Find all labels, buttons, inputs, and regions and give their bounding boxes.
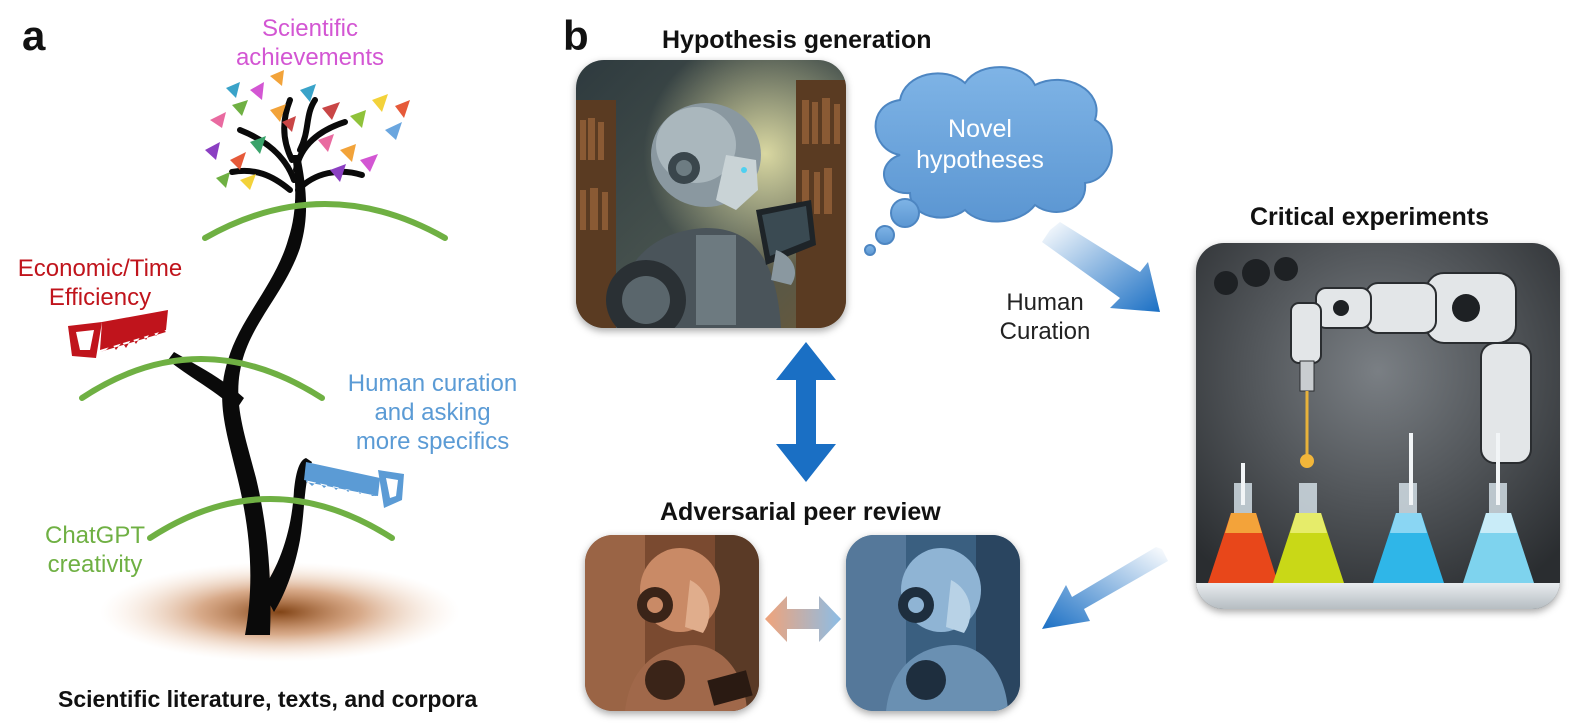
novel-hypotheses-text: Novel hypotheses [895,114,1065,176]
human-curation-b-label: Human Curation [980,288,1110,346]
tree-branch-left [168,352,244,410]
tree-leaves [205,70,410,190]
blue-saw-icon [304,462,404,508]
human-curation-label: Human curation and asking more specifics [325,369,540,456]
economic-efficiency-line-2: Efficiency [48,284,152,311]
reviewer-robot-image-orange [585,535,759,711]
scientific-achievements-label: Scientific achievements [200,14,420,72]
critical-experiments-title: Critical experiments [1250,203,1489,231]
red-saw-icon [68,310,168,358]
tree-illustration [68,70,460,662]
hypothesis-generation-title: Hypothesis generation [662,26,932,54]
experiments-to-review-arrow [1042,547,1168,629]
panel-a-letter: a [22,12,46,59]
green-arc-bottom [147,496,395,541]
tree-trunk [222,155,307,635]
human-curation-line-3: more specifics [355,428,510,455]
robot-reading-image [576,60,846,328]
human-curation-line-1: Human curation [347,370,518,397]
panel-b-letter: b [563,12,589,59]
tree-crown-twigs [229,97,365,193]
novel-hypotheses-line-2: hypotheses [916,146,1044,174]
curation-arrow [1042,222,1160,312]
bidirectional-arrow-horizontal [765,596,841,642]
novel-hypotheses-line-1: Novel [948,115,1012,143]
adversarial-peer-review-title: Adversarial peer review [660,498,941,526]
green-arc-middle [79,356,325,401]
economic-efficiency-line-1: Economic/Time [17,255,183,282]
tree-branch-lower-right [262,458,312,612]
robot-lab-experiment-image [1196,243,1560,609]
reviewer-robot-image-blue [846,535,1020,711]
novel-hypotheses-cloud [864,66,1113,256]
roots-caption: Scientific literature, texts, and corpor… [58,686,478,712]
scientific-achievements-line-1: Scientific [261,15,359,42]
chatgpt-creativity-line-2: creativity [47,551,143,578]
ground-shadow [100,562,460,662]
human-curation-b-line-1: Human [1006,289,1084,316]
human-curation-b-line-2: Curation [999,318,1091,345]
bidirectional-arrow-vertical [776,342,836,482]
chatgpt-creativity-label: ChatGPT creativity [35,521,155,579]
scientific-achievements-line-2: achievements [235,44,385,71]
green-arc-top [202,201,448,241]
economic-efficiency-label: Economic/Time Efficiency [5,254,195,312]
chatgpt-creativity-line-1: ChatGPT [44,522,146,549]
human-curation-line-2: and asking [374,399,491,426]
